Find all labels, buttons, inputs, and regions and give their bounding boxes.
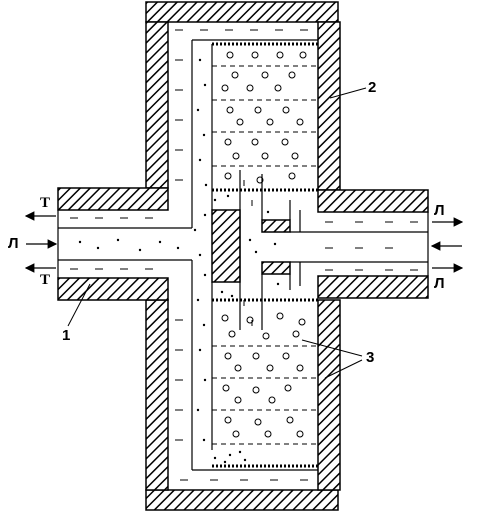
right-lower-wall [317, 299, 341, 491]
label-l-left: Л [8, 235, 19, 252]
liquid-marks [70, 29, 418, 481]
channel-lines [57, 39, 429, 471]
callout-3: 3 [366, 349, 375, 366]
leader-3a [301, 339, 363, 357]
left-pipe-bottom-flange [57, 277, 169, 301]
bubbles [221, 51, 307, 438]
label-t-top-left: T [40, 195, 51, 211]
right-pipe-bottom-flange [317, 275, 429, 299]
top-cap [145, 1, 339, 23]
central-insert [211, 209, 241, 283]
leader-1 [67, 283, 91, 327]
bottom-cap [145, 489, 339, 511]
right-pipe-top-flange [317, 189, 429, 213]
membranes [212, 42, 318, 468]
right-small-block-top [261, 219, 291, 233]
leader-lines [67, 87, 367, 379]
label-t-bottom-left: T [40, 272, 51, 288]
leader-3b [324, 359, 363, 379]
left-upper-wall [145, 21, 169, 189]
leader-2 [329, 87, 367, 99]
callout-2: 2 [368, 79, 377, 96]
housing-walls [57, 1, 429, 511]
right-upper-wall [317, 21, 341, 191]
left-pipe-top-flange [57, 187, 169, 211]
label-l-top-right: Л [434, 202, 445, 219]
flow-arrows [24, 211, 464, 273]
label-l-bottom-right: Л [434, 275, 445, 292]
particles [78, 58, 280, 464]
right-small-block-bottom [261, 261, 291, 275]
left-lower-wall [145, 299, 169, 491]
callout-1: 1 [62, 327, 71, 344]
